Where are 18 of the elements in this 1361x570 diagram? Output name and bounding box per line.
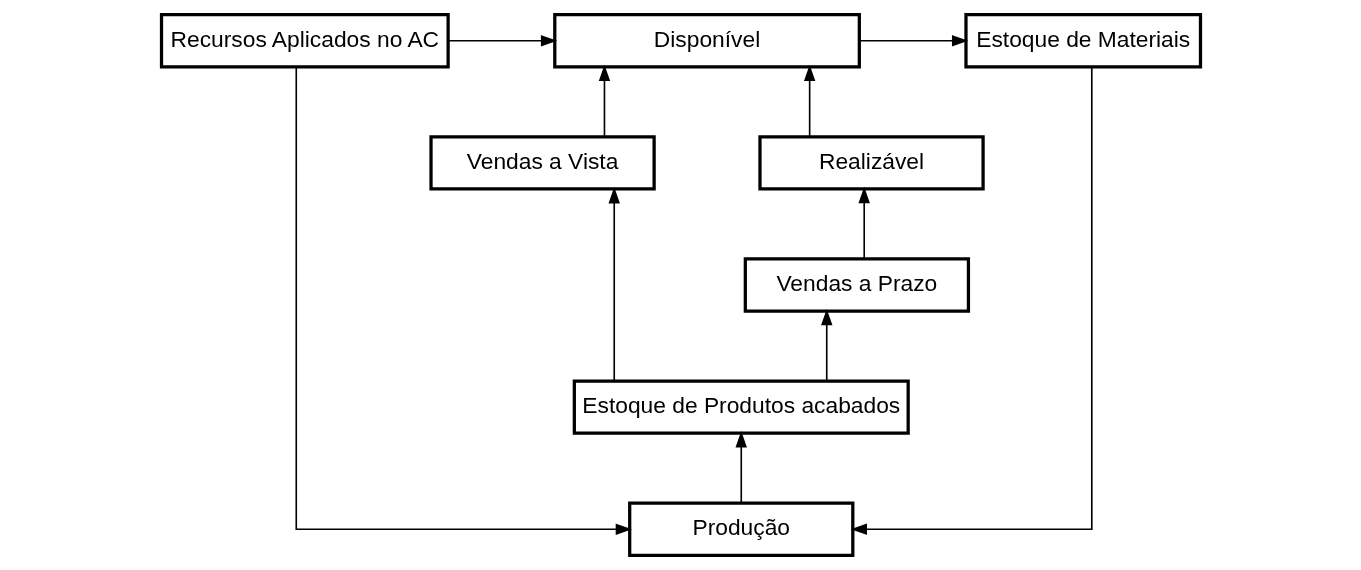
node-box: Realizável (757, 135, 985, 191)
arrow (735, 431, 747, 504)
node-box: Vendas a Prazo (743, 257, 970, 313)
arrow (447, 35, 557, 47)
arrow (820, 309, 832, 382)
arrow (598, 64, 610, 138)
node-box: Produção (627, 501, 854, 557)
arrow (803, 64, 815, 138)
arrow (294, 66, 632, 535)
arrow (858, 186, 870, 260)
node-box: Estoque de Materiais (963, 13, 1202, 69)
node-box: Recursos Aplicados no AC (159, 13, 450, 69)
arrow (850, 66, 1093, 535)
arrow (858, 35, 968, 47)
node-box: Vendas a Vista (428, 135, 656, 191)
node-box: Disponível (552, 13, 861, 69)
arrow (608, 187, 620, 382)
node-box: Estoque de Produtos acabados (572, 379, 910, 435)
